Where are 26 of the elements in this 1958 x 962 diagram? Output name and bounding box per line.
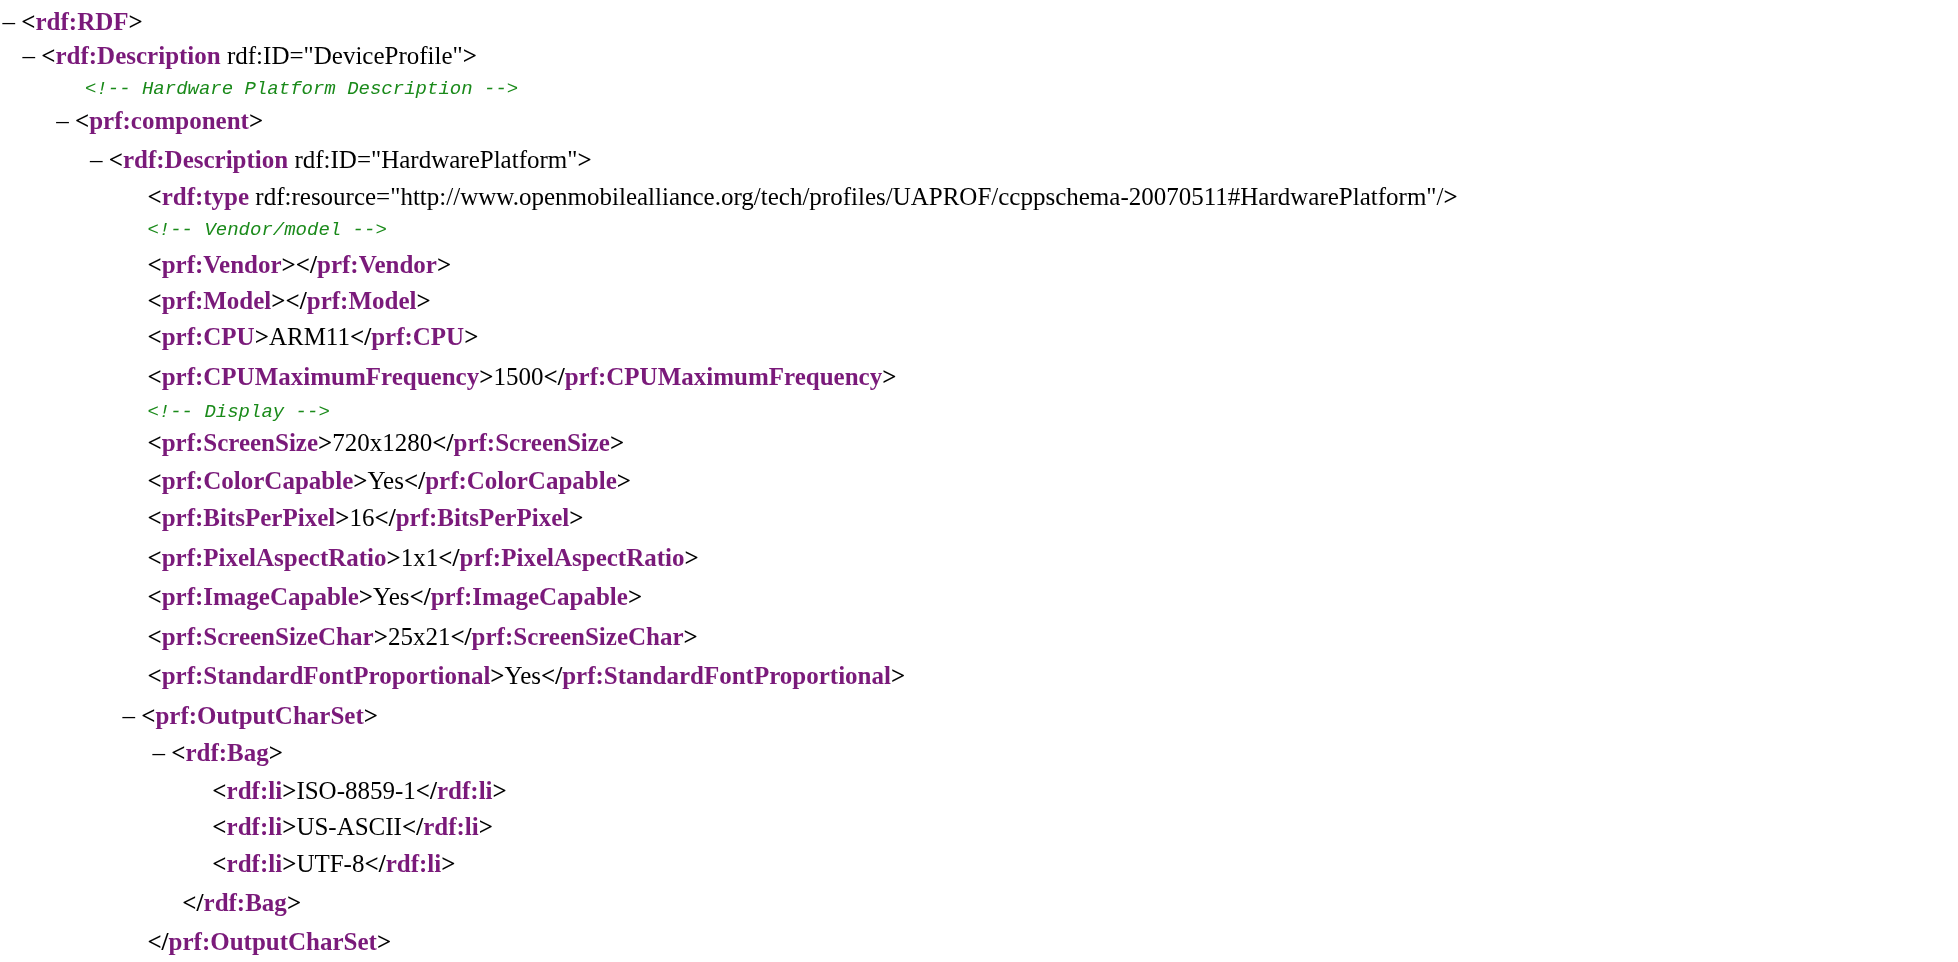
xml-line: – <prf:component> — [56, 106, 264, 137]
xml-line: <prf:CPU>ARM11</prf:CPU> — [147, 322, 479, 353]
xml-line: – <rdf:Description rdf:ID="HardwarePlatform"> — [89, 144, 592, 175]
xml-line: – <rdf:Bag> — [152, 738, 283, 769]
xml-line: – <rdf:RDF> — [2, 7, 143, 38]
xml-line: <prf:ImageCapable>Yes</prf:ImageCapable> — [147, 582, 643, 612]
xml-line: – <rdf:Description rdf:ID="DeviceProfile"> — [22, 41, 478, 72]
xml-line: <prf:BitsPerPixel>16</prf:BitsPerPixel> — [147, 503, 584, 534]
xml-line: <rdf:li>US-ASCII</rdf:li> — [212, 811, 493, 842]
xml-line: <prf:StandardFontProportional>Yes</prf:StandardFontProportional> — [147, 660, 906, 691]
xml-line: <prf:Vendor></prf:Vendor> — [147, 249, 452, 280]
xml-line: </rdf:Bag> — [182, 888, 302, 918]
xml-line: – <prf:OutputCharSet> — [122, 700, 378, 731]
xml-line: <prf:PixelAspectRatio>1x1</prf:PixelAspectRatio> — [147, 543, 699, 574]
xml-line: <prf:CPUMaximumFrequency>1500</prf:CPUMaximumFrequency> — [147, 362, 897, 393]
xml-comment: <!-- Hardware Platform Description --> — [84, 76, 519, 102]
xml-line: <prf:ScreenSizeChar>25x21</prf:ScreenSizeChar> — [147, 622, 698, 652]
xml-line: <rdf:type rdf:resource="http://www.openmobilealliance.org/tech/profiles/UAPROF/ccppschema-20070511#HardwarePlatform"/> — [147, 182, 1458, 213]
xml-line: <prf:ColorCapable>Yes</prf:ColorCapable> — [147, 465, 632, 496]
xml-line: <prf:Model></prf:Model> — [147, 286, 431, 316]
xml-line: </prf:OutputCharSet> — [147, 926, 392, 957]
xml-line: <rdf:li>ISO-8859-1</rdf:li> — [212, 775, 507, 806]
xml-line: <rdf:li>UTF-8</rdf:li> — [212, 849, 456, 880]
xml-line: <prf:ScreenSize>720x1280</prf:ScreenSize> — [147, 428, 625, 459]
xml-comment: <!-- Vendor/model --> — [147, 217, 387, 243]
xml-comment: <!-- Display --> — [147, 400, 330, 426]
